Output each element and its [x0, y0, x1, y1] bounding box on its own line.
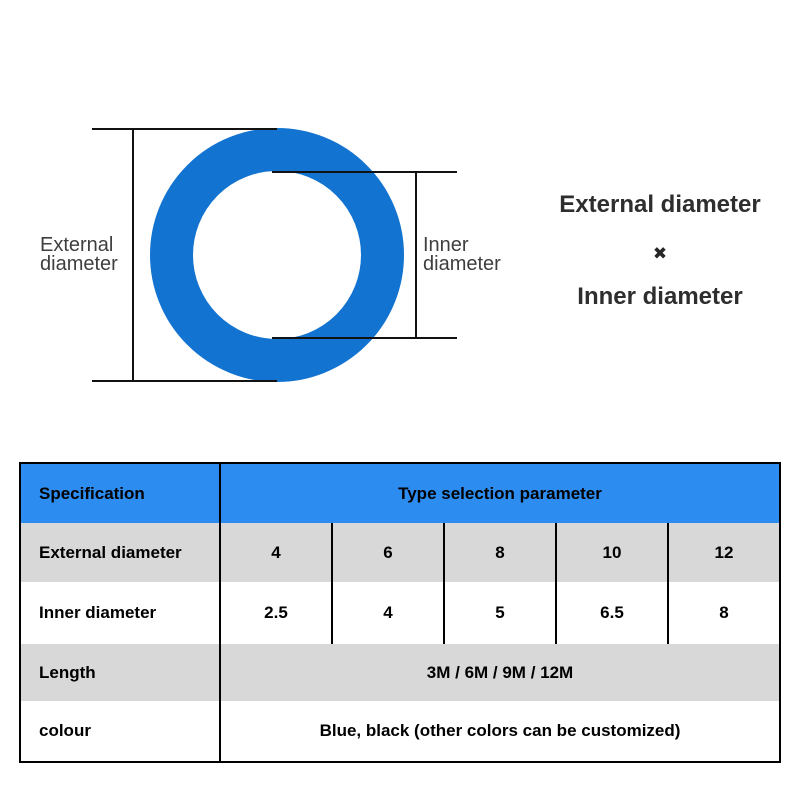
tube-cross-section-ring: [150, 128, 404, 382]
inner-diameter-bottom-line: [272, 337, 457, 339]
inner-diameter-value: 2.5: [221, 582, 333, 644]
table-row-length: Length 3M / 6M / 9M / 12M: [21, 644, 779, 701]
row-label-inner-diameter: Inner diameter: [21, 582, 221, 644]
inner-diameter-value: 5: [445, 582, 557, 644]
header-type-selection-parameter: Type selection parameter: [398, 483, 602, 503]
external-diameter-vertical-line: [132, 128, 134, 382]
external-diameter-top-line: [92, 128, 277, 130]
table-row-inner-diameter: Inner diameter 2.5 4 5 6.5 8: [21, 582, 779, 644]
table-header-row: Specification Type selection parameter: [21, 464, 779, 523]
colour-values: Blue, black (other colors can be customi…: [319, 721, 681, 740]
inner-diameter-vertical-line: [415, 171, 417, 339]
inner-diameter-label: Inner diameter: [423, 234, 501, 275]
external-diameter-value: 12: [714, 542, 734, 562]
multiply-icon: ✖: [652, 244, 668, 264]
external-diameter-value: 6: [333, 523, 445, 582]
inner-diameter-value: 6.5: [557, 582, 669, 644]
formula-external-diameter: External diameter: [559, 191, 761, 218]
length-values: 3M / 6M / 9M / 12M: [426, 662, 574, 682]
external-diameter-value: 4: [221, 523, 333, 582]
formula-inner-diameter: Inner diameter: [577, 283, 743, 310]
row-label-external-diameter: External diameter: [21, 523, 221, 582]
inner-diameter-top-line: [272, 171, 457, 173]
external-diameter-label: External diameter: [40, 234, 118, 275]
table-row-colour: colour Blue, black (other colors can be …: [21, 701, 779, 761]
external-diameter-value: 8: [445, 523, 557, 582]
specification-table: Specification Type selection parameter E…: [19, 462, 781, 763]
external-diameter-value: 10: [557, 523, 669, 582]
inner-diameter-value: 8: [719, 603, 729, 622]
row-label-length: Length: [21, 644, 221, 701]
table-row-external-diameter: External diameter 4 6 8 10 12: [21, 523, 779, 582]
size-formula: External diameter ✖ Inner diameter: [505, 193, 800, 309]
external-diameter-bottom-line: [92, 380, 277, 382]
header-specification: Specification: [21, 464, 221, 523]
row-label-colour: colour: [21, 701, 221, 761]
inner-diameter-value: 4: [333, 582, 445, 644]
